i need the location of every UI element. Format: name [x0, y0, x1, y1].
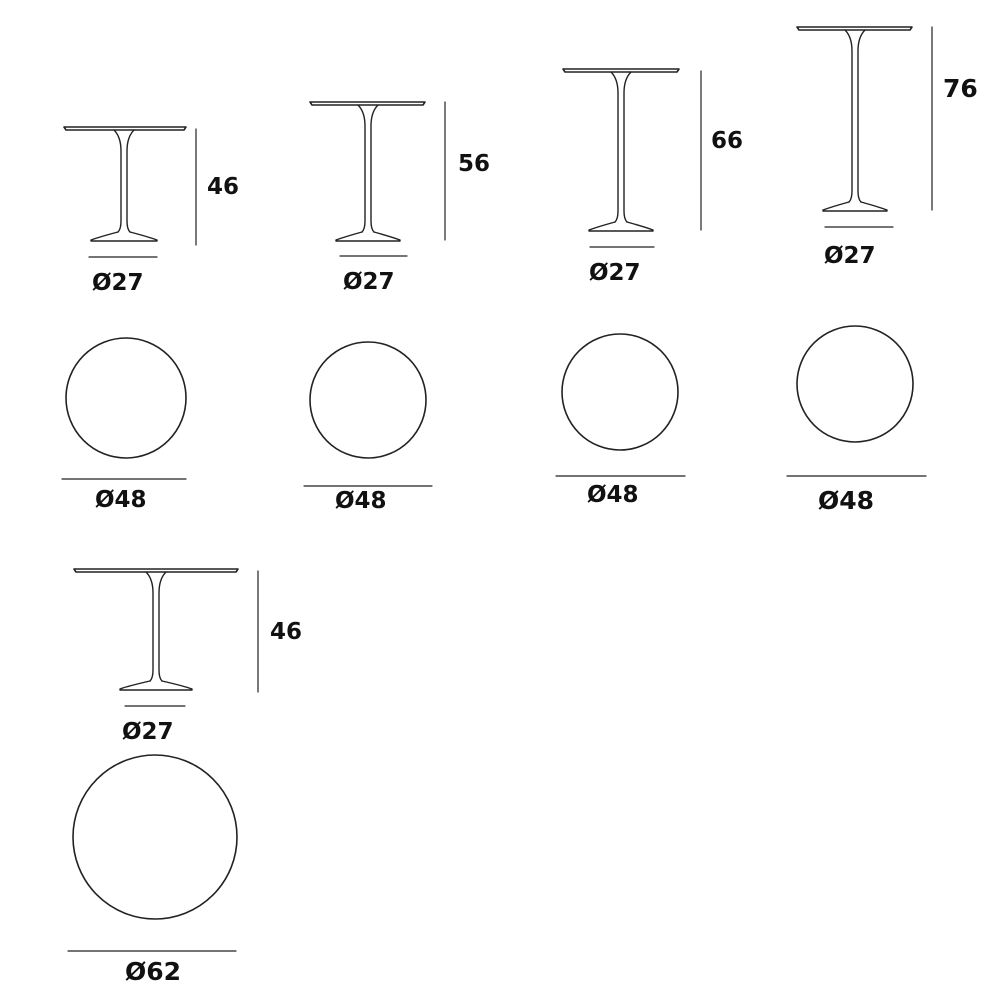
table-4-stem-left	[844, 29, 853, 203]
table-1-top-slab	[63, 126, 187, 131]
table-2-stem-right	[370, 104, 379, 233]
table-2-stem-left	[357, 104, 366, 233]
table-3-stem-left	[610, 71, 619, 223]
table-3-top-slab	[562, 68, 680, 73]
table-5-base-diameter-label: Ø27	[122, 719, 174, 745]
table-2-top-slab	[309, 101, 426, 106]
table-4-top-diameter-label: Ø48	[818, 486, 875, 515]
table-1-top-diameter-label: Ø48	[95, 487, 147, 513]
table-2-top-diameter-label: Ø48	[335, 488, 387, 514]
table-1-top-plan-circle	[65, 337, 187, 459]
table-5-stem-right	[158, 571, 167, 682]
table-4-base-diameter-label: Ø27	[824, 243, 876, 269]
table-2-height-label: 56	[458, 151, 491, 177]
table-1-stem-left	[113, 129, 122, 233]
table-2-top-plan-circle	[309, 341, 427, 459]
table-4-base	[822, 201, 888, 212]
table-4-top-plan-circle	[796, 325, 914, 443]
table-5-base	[119, 680, 193, 691]
table-3-height-label: 66	[711, 128, 744, 154]
table-5-stem-left	[145, 571, 154, 682]
table-4-top-slab	[796, 26, 913, 31]
table-1-stem-right	[126, 129, 135, 233]
table-4-height-label: 76	[943, 74, 978, 103]
table-5-top-plan-circle	[72, 754, 238, 920]
table-3-top-plan-circle	[561, 333, 679, 451]
table-1-height-label: 46	[207, 174, 240, 200]
table-3-stem-right	[623, 71, 632, 223]
table-3-base	[588, 221, 654, 232]
table-1-base	[90, 231, 158, 242]
table-3-base-diameter-label: Ø27	[589, 260, 641, 286]
table-5-top-slab	[73, 568, 239, 573]
table-1-base-diameter-label: Ø27	[92, 270, 144, 296]
table-2-base	[335, 231, 401, 242]
table-5-top-diameter-label: Ø62	[125, 957, 182, 986]
table-5-height-label: 46	[270, 619, 303, 645]
table-4-stem-right	[857, 29, 866, 203]
table-3-top-diameter-label: Ø48	[587, 482, 639, 508]
table-2-base-diameter-label: Ø27	[343, 269, 395, 295]
